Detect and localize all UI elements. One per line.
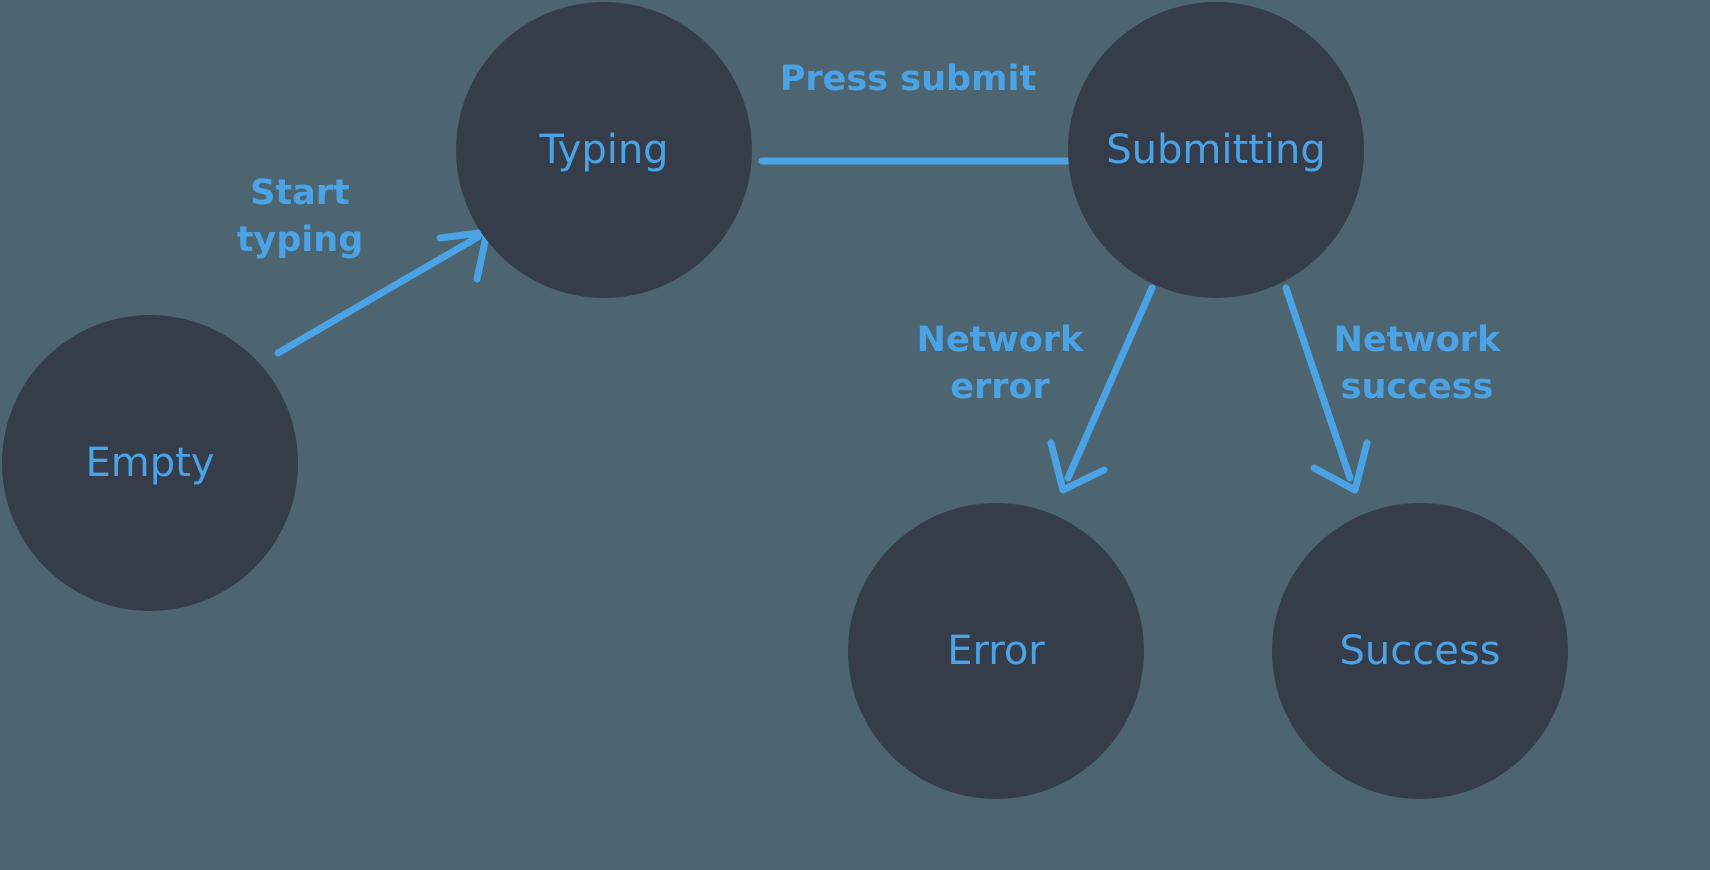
state-node-typing[interactable]: Typing xyxy=(456,2,752,298)
state-error-label: Error xyxy=(947,628,1045,674)
transition-press-submit[interactable]: Press submit xyxy=(758,59,1147,189)
transition-network-success[interactable]: Network success xyxy=(1282,284,1501,494)
transition-press-submit-label: Press submit xyxy=(780,59,1037,99)
state-node-error[interactable]: Error xyxy=(848,503,1144,799)
transition-network-error-label-line1: Network xyxy=(917,320,1084,360)
transition-start-typing-line xyxy=(274,233,482,357)
state-empty-label: Empty xyxy=(86,440,215,486)
transition-start-typing-label-line2: typing xyxy=(237,220,364,260)
transition-network-error-label-line2: error xyxy=(950,367,1050,407)
state-submitting-circle xyxy=(1068,2,1364,298)
transition-start-typing-label-line1: Start xyxy=(250,173,350,213)
state-submitting-label: Submitting xyxy=(1106,127,1325,173)
state-node-success[interactable]: Success xyxy=(1272,503,1568,799)
state-empty-circle xyxy=(2,315,298,611)
state-error-circle xyxy=(848,503,1144,799)
transition-network-error[interactable]: Network error xyxy=(917,284,1156,494)
state-success-label: Success xyxy=(1339,628,1500,674)
transition-start-typing[interactable]: Start typing xyxy=(237,173,491,357)
transition-network-success-line xyxy=(1282,284,1354,482)
state-node-submitting[interactable]: Submitting xyxy=(1068,2,1364,298)
state-typing-label: Typing xyxy=(538,127,668,173)
transition-network-error-arrowhead xyxy=(1047,439,1108,494)
state-success-circle xyxy=(1272,503,1568,799)
transition-network-success-arrowhead xyxy=(1310,439,1371,494)
state-node-empty[interactable]: Empty xyxy=(2,315,298,611)
transition-network-success-label-line1: Network xyxy=(1334,320,1501,360)
transition-network-error-line xyxy=(1064,284,1156,482)
transition-network-success-label-line2: success xyxy=(1341,367,1494,407)
state-typing-circle xyxy=(456,2,752,298)
